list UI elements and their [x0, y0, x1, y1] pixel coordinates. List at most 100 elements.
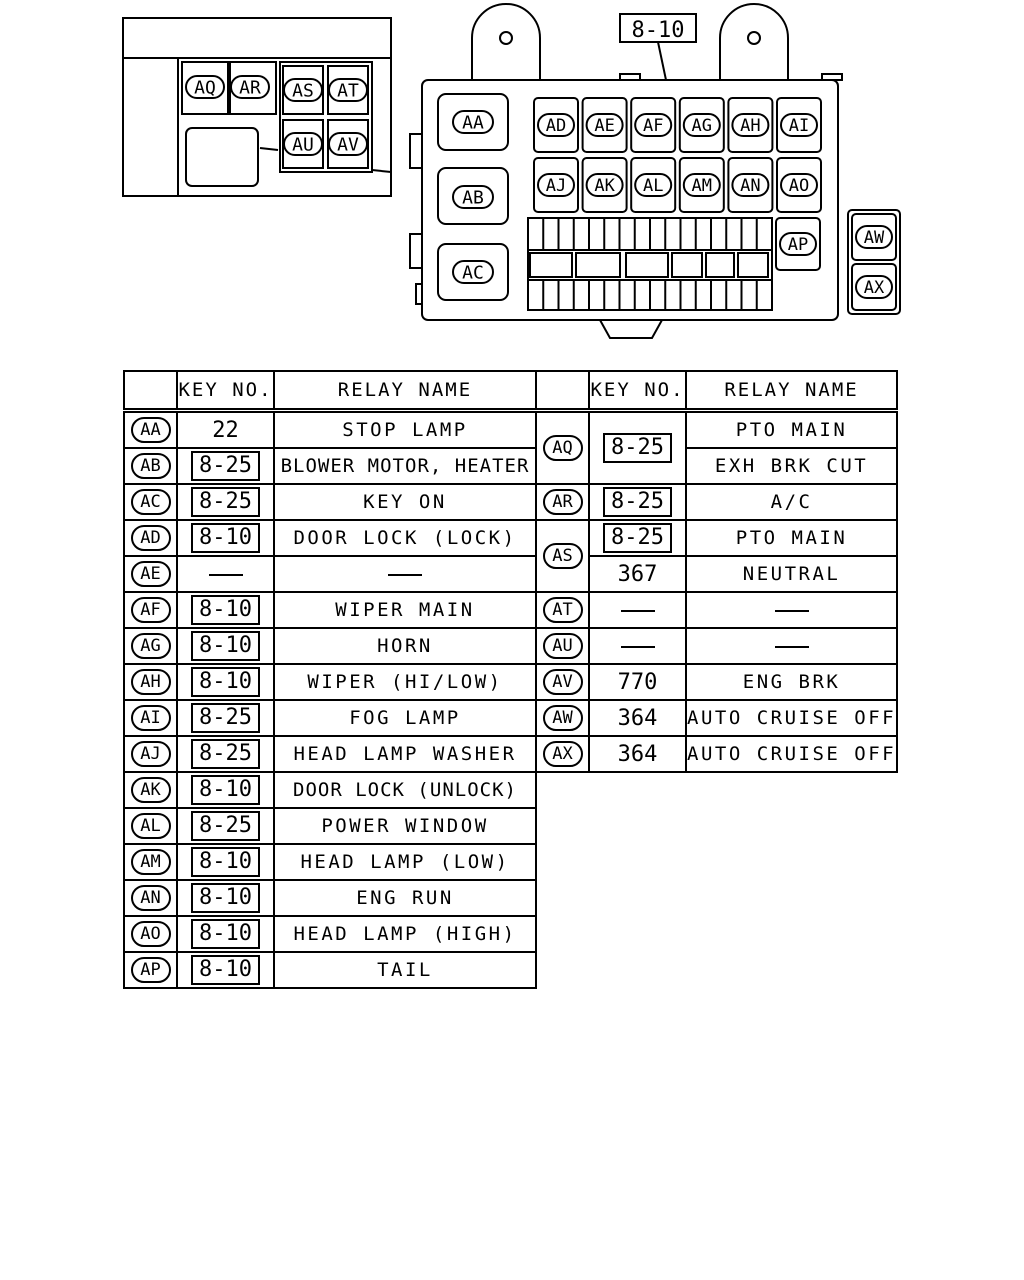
relay-name-cell: ENG RUN — [273, 879, 537, 917]
relay-name-cell: NEUTRAL — [684, 555, 899, 593]
key-no: 8-25 — [191, 811, 260, 841]
relay-name-cell: DOOR LOCK (UNLOCK) — [273, 771, 537, 809]
relay-label-aw: AW — [855, 225, 893, 249]
key-no: 8-10 — [191, 595, 260, 625]
svg-text:AT: AT — [337, 80, 359, 101]
relay-label-ae: AE — [585, 113, 624, 137]
relay-code: AF — [130, 597, 171, 623]
svg-text:AJ: AJ — [546, 176, 566, 196]
relay-name: FOG LAMP — [349, 707, 461, 729]
relay-code-cell: AM — [123, 843, 178, 881]
key-no-cell: 8-10 — [176, 951, 275, 989]
relay-label-ak: AK — [585, 173, 624, 197]
svg-text:AX: AX — [864, 278, 885, 298]
relay-name: ENG BRK — [742, 671, 841, 693]
relay-name: EXH BRK CUT — [714, 455, 869, 477]
relay-code-cell: AR — [535, 483, 590, 521]
key-no-cell — [176, 555, 275, 593]
relay-label-au: AU — [283, 132, 323, 156]
relay-code: AH — [130, 669, 171, 695]
key-no-cell: 364 — [588, 735, 687, 773]
relay-code-cell: AC — [123, 483, 178, 521]
relay-name-cell: HEAD LAMP (HIGH) — [273, 915, 537, 953]
key-no: 364 — [617, 741, 658, 767]
relay-code: AJ — [130, 741, 171, 767]
relay-label-aq: AQ — [185, 75, 225, 99]
table-header-row: KEY NO. RELAY NAME KEY NO. RELAY NAME — [123, 370, 899, 413]
svg-text:AV: AV — [337, 134, 359, 155]
key-no-cell: 8-25 — [588, 409, 687, 485]
svg-text:AH: AH — [740, 116, 760, 136]
key-no: 8-25 — [191, 703, 260, 733]
svg-text:AP: AP — [788, 235, 808, 255]
relay-code: AO — [130, 921, 171, 947]
relay-code: AG — [130, 633, 171, 659]
relay-name: ENG RUN — [356, 887, 454, 909]
key-no: 367 — [617, 561, 658, 587]
relay-name-cell: PTO MAIN — [684, 519, 899, 557]
svg-text:AU: AU — [292, 134, 314, 155]
relay-label-av: AV — [328, 132, 368, 156]
svg-text:AR: AR — [239, 77, 261, 98]
svg-text:AE: AE — [594, 116, 614, 136]
empty-dash — [620, 646, 655, 648]
relay-name: AUTO CRUISE OFF — [687, 743, 897, 765]
relay-code-cell: AE — [123, 555, 178, 593]
blank-cell — [536, 808, 897, 844]
key-no: 8-10 — [191, 955, 260, 985]
relay-name: BLOWER MOTOR, HEATER — [280, 455, 530, 477]
key-no-cell: 8-10 — [176, 591, 275, 629]
svg-text:AC: AC — [462, 262, 484, 283]
key-no-cell: 8-25 — [176, 735, 275, 773]
relay-label-ax: AX — [855, 275, 893, 299]
relay-code: AA — [130, 417, 171, 443]
relay-label-ar: AR — [230, 75, 270, 99]
key-no: 8-25 — [603, 487, 672, 517]
key-no-cell: 8-25 — [176, 483, 275, 521]
relay-code: AQ — [542, 435, 583, 461]
key-no-cell — [588, 591, 687, 629]
relay-code-cell: AD — [123, 519, 178, 557]
relay-label-ab: AB — [452, 185, 494, 209]
key-no: 364 — [617, 705, 658, 731]
svg-text:AG: AG — [692, 116, 712, 136]
key-no-cell: 8-10 — [176, 627, 275, 665]
relay-name: KEY ON — [363, 491, 447, 513]
relay-label-al: AL — [634, 173, 673, 197]
header-key-left: KEY NO. — [176, 370, 275, 413]
svg-text:AI: AI — [789, 116, 809, 136]
relay-name-cell: KEY ON — [273, 483, 537, 521]
relay-name: HEAD LAMP (HIGH) — [293, 923, 517, 945]
relay-label-at: AT — [328, 78, 368, 102]
relay-name: DOOR LOCK (LOCK) — [293, 527, 517, 549]
header-code-left — [123, 370, 178, 413]
relay-code-cell: AK — [123, 771, 178, 809]
relay-code: AD — [130, 525, 171, 551]
relay-code: AR — [542, 489, 583, 515]
relay-code-cell: AV — [535, 663, 590, 701]
relay-code: AW — [542, 705, 583, 731]
key-no-cell: 364 — [588, 699, 687, 737]
svg-text:AL: AL — [643, 176, 663, 196]
relay-name: NEUTRAL — [742, 563, 841, 585]
relay-name-cell: POWER WINDOW — [273, 807, 537, 845]
relay-name-cell — [684, 591, 899, 629]
relay-name-cell: A/C — [684, 483, 899, 521]
relay-name-cell: HEAD LAMP WASHER — [273, 735, 537, 773]
relay-code-cell: AG — [123, 627, 178, 665]
blank-cell — [536, 844, 897, 880]
relay-label-ag: AG — [682, 113, 721, 137]
relay-name: HEAD LAMP (LOW) — [300, 851, 510, 873]
relay-name: TAIL — [377, 959, 433, 981]
relay-name: PTO MAIN — [735, 419, 848, 441]
relay-name-cell — [684, 627, 899, 665]
svg-text:AN: AN — [740, 176, 760, 196]
relay-label-ai: AI — [780, 113, 818, 137]
svg-text:AO: AO — [789, 176, 809, 196]
